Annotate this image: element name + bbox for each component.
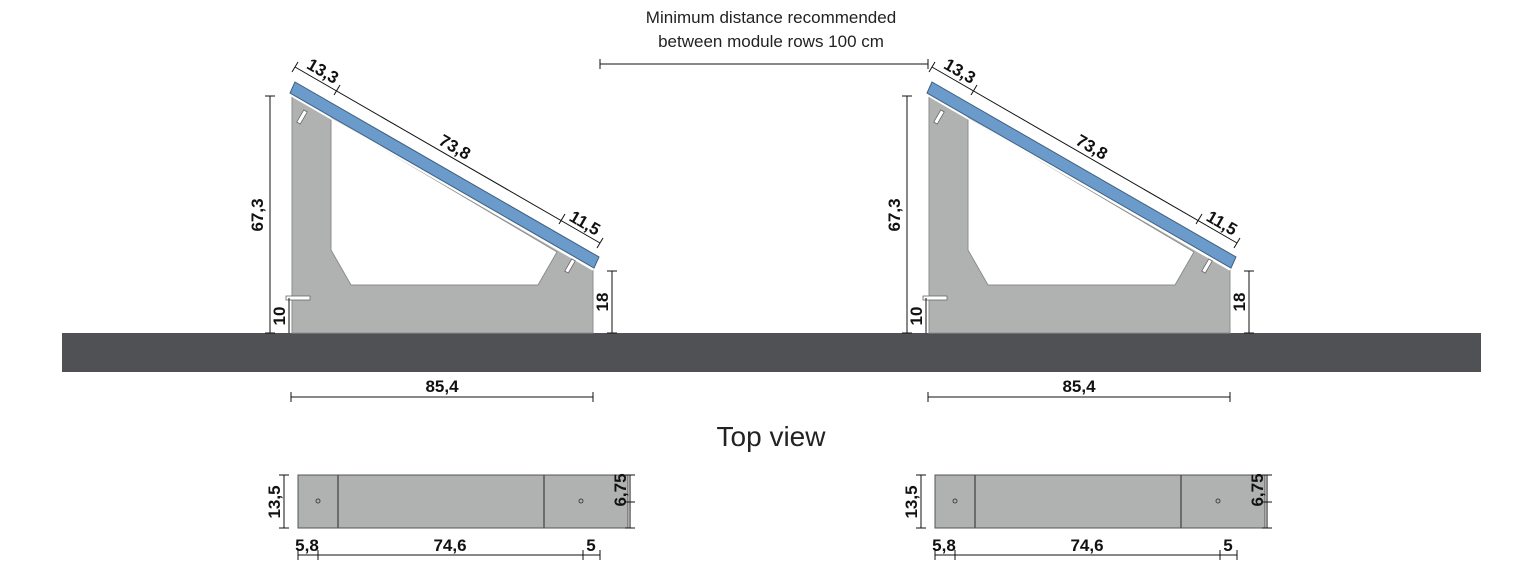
block-outline bbox=[934, 474, 1266, 529]
dim-middle-span: 74,6 bbox=[1070, 536, 1103, 555]
dim-base-length: 85,4 bbox=[425, 377, 459, 396]
dim-right-offset: 5 bbox=[586, 536, 595, 555]
top-view-block-second-row: 13,5 6,75 5,8 74,6 5 bbox=[902, 473, 1272, 560]
ground bbox=[62, 333, 1481, 372]
dim-height-front: 18 bbox=[1230, 293, 1249, 312]
dim-middle-span: 74,6 bbox=[433, 536, 466, 555]
dim-width: 13,5 bbox=[902, 485, 921, 518]
row-distance-dimension bbox=[599, 59, 929, 69]
dim-width: 13,5 bbox=[265, 485, 284, 518]
header-line-1: Minimum distance recommended bbox=[646, 8, 896, 27]
top-view-block: 13,5 6,75 5,8 74,6 5 bbox=[265, 473, 635, 560]
dim-half-width: 6,75 bbox=[1248, 473, 1267, 506]
panel-clip bbox=[296, 109, 308, 125]
anchor-peg bbox=[285, 295, 311, 301]
anchor-hole bbox=[952, 498, 958, 504]
panel-clip bbox=[933, 109, 945, 125]
anchor-hole bbox=[1215, 498, 1221, 504]
anchor-hole bbox=[315, 498, 321, 504]
concrete-block bbox=[291, 95, 594, 334]
dim-height-front: 18 bbox=[593, 293, 612, 312]
dim-left-offset: 5,8 bbox=[295, 536, 319, 555]
dim-base-length: 85,4 bbox=[1062, 377, 1096, 396]
top-view-title: Top view bbox=[717, 421, 827, 452]
anchor-hole bbox=[578, 498, 584, 504]
header-line-2: between module rows 100 cm bbox=[658, 32, 884, 51]
panel-clip bbox=[564, 258, 576, 274]
dim-height-total: 67,3 bbox=[885, 198, 904, 231]
concrete-block bbox=[928, 95, 1231, 334]
dim-height-peg: 10 bbox=[270, 307, 289, 326]
block-outline bbox=[297, 474, 629, 529]
solar-panel bbox=[289, 81, 600, 269]
dim-left-offset: 5,8 bbox=[932, 536, 956, 555]
dim-height-total: 67,3 bbox=[248, 198, 267, 231]
dim-right-offset: 5 bbox=[1223, 536, 1232, 555]
dim-height-peg: 10 bbox=[907, 307, 926, 326]
solar-panel bbox=[926, 81, 1237, 269]
panel-clip bbox=[1201, 258, 1213, 274]
dim-half-width: 6,75 bbox=[611, 473, 630, 506]
anchor-peg bbox=[922, 295, 948, 301]
